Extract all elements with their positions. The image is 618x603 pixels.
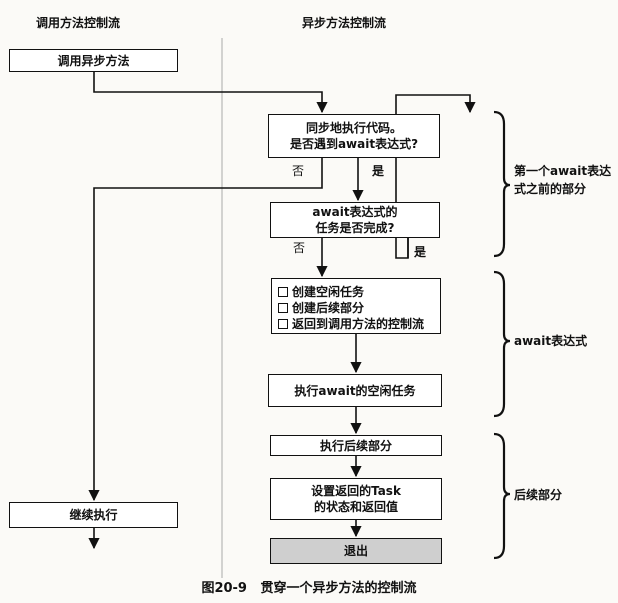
bracket-label-await: await表达式	[514, 334, 588, 348]
checkbox-icon	[278, 303, 288, 313]
label-yes-1: 是	[372, 164, 385, 178]
create-item-1: 创建后续部分	[278, 300, 440, 316]
box-continue-text: 继续执行	[69, 508, 118, 522]
label-no-1: 否	[292, 164, 305, 178]
box-create-items: 创建空闲任务 创建后续部分 返回到调用方法的控制流	[271, 278, 441, 334]
box-task-done-text: await表达式的 任务是否完成?	[312, 205, 398, 235]
bracket-label-before-await: 第一个await表达 式之前的部分	[514, 164, 612, 196]
box-exec-await-text: 执行await的空闲任务	[294, 383, 416, 398]
checkbox-icon	[278, 319, 288, 329]
header-caller-flow: 调用方法控制流	[36, 16, 121, 30]
label-no-2: 否	[293, 241, 306, 255]
box-exit: 退出	[270, 538, 442, 564]
box-task-done: await表达式的 任务是否完成?	[270, 202, 440, 238]
box-exit-text: 退出	[343, 544, 368, 558]
arrow-no-to-continue	[88, 158, 323, 502]
arrow-call-to-sync	[93, 72, 328, 114]
box-sync-exec-text: 同步地执行代码。 是否遇到await表达式?	[289, 121, 419, 151]
box-set-return-text: 设置返回的Task 的状态和返回值	[311, 484, 401, 514]
box-exec-cont-text: 执行后续部分	[319, 438, 392, 453]
box-call-async-text: 调用异步方法	[57, 53, 130, 68]
box-set-return: 设置返回的Task 的状态和返回值	[270, 478, 442, 520]
create-item-0: 创建空闲任务	[278, 284, 440, 300]
box-exec-await: 执行await的空闲任务	[268, 374, 442, 407]
checkbox-icon	[278, 287, 288, 297]
create-item-2: 返回到调用方法的控制流	[278, 316, 440, 332]
brace-before-await	[493, 110, 511, 258]
brace-continuation	[493, 432, 511, 560]
header-async-flow: 异步方法控制流	[302, 16, 387, 30]
box-continue: 继续执行	[9, 502, 178, 528]
box-sync-exec: 同步地执行代码。 是否遇到await表达式?	[268, 114, 440, 158]
box-call-async: 调用异步方法	[9, 49, 178, 72]
box-exec-cont: 执行后续部分	[270, 435, 442, 456]
label-yes-2: 是	[414, 245, 427, 259]
bracket-label-continuation: 后续部分	[514, 488, 563, 502]
figure-caption: 图20-9 贯穿一个异步方法的控制流	[201, 581, 417, 596]
brace-await	[493, 270, 511, 418]
